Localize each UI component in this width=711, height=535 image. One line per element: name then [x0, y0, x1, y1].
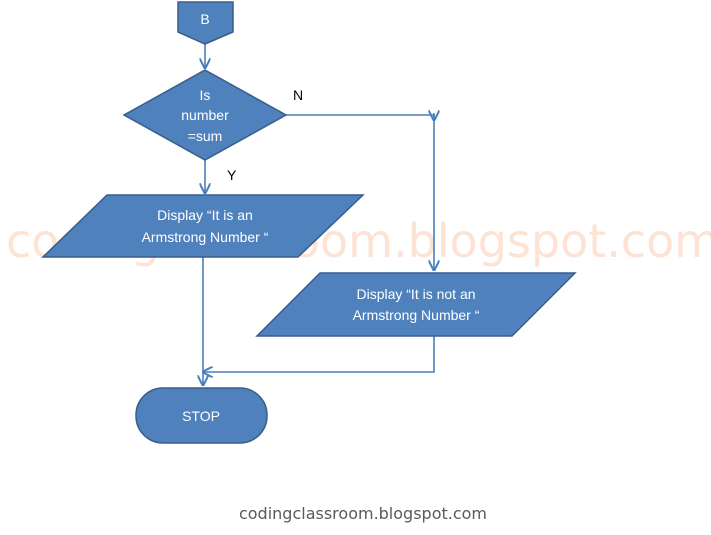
stop-label: STOP	[182, 408, 220, 424]
connector-b-label: B	[200, 11, 209, 27]
branch-label-no: N	[293, 87, 303, 103]
display-no-line-2: Armstrong Number “	[353, 307, 480, 323]
decision-diamond	[122, 69, 288, 161]
arrow-display-no-to-merge	[203, 336, 435, 372]
display-no-line-1: Display “It is not an	[356, 286, 475, 302]
display-yes-line-2: Armstrong Number “	[142, 229, 269, 245]
off-page-connector-b	[177, 1, 234, 45]
display-no-parallelogram	[255, 272, 577, 337]
decision-line-2: number	[181, 107, 229, 123]
display-yes-line-1: Display “It is an	[157, 207, 253, 223]
stop-terminator	[135, 387, 268, 444]
decision-line-3: =sum	[188, 128, 223, 144]
footer-caption: codingclassroom.blogspot.com	[239, 504, 487, 523]
display-yes-parallelogram	[41, 194, 365, 258]
branch-label-yes: Y	[227, 167, 237, 183]
decision-line-1: Is	[200, 87, 211, 103]
